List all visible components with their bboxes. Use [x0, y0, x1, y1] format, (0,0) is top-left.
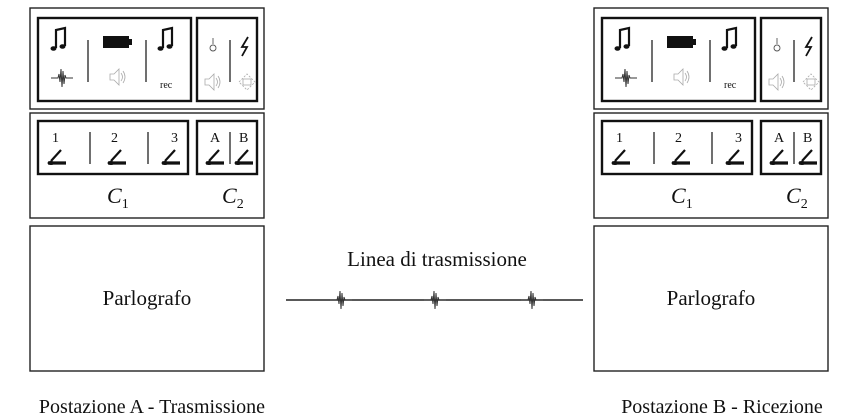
- switch-icon: [773, 37, 781, 52]
- station-b: rec 1 2 3 A B C1 C2 Parlografo Postazion…: [593, 7, 829, 418]
- music-note-icon: [49, 26, 67, 52]
- c1-key-3-label: 3: [171, 131, 178, 146]
- station-a-control-panel: [29, 7, 265, 110]
- lever-key-icon[interactable]: [159, 148, 182, 167]
- station-a-caption: Postazione A - Trasmissione: [39, 396, 265, 418]
- lever-key-icon[interactable]: [45, 148, 68, 167]
- station-a-parlografo-box: [29, 225, 265, 372]
- speaker-icon: [204, 73, 221, 91]
- c2-key-b-label: B: [803, 131, 812, 146]
- station-a-signal-box: [36, 16, 193, 103]
- c1-key-2-label: 2: [675, 131, 682, 146]
- speaker-icon: [768, 73, 785, 91]
- station-b-device-label: Parlografo: [667, 286, 756, 310]
- c1-key-3-label: 3: [735, 131, 742, 146]
- station-b-signal-box: [600, 16, 757, 103]
- station-b-c2-group: [759, 119, 823, 176]
- battery-icon: [667, 36, 696, 48]
- c1-group-label: C1: [107, 183, 129, 212]
- station-b-caption: Postazione B - Ricezione: [621, 396, 823, 418]
- c2-key-b-label: B: [239, 131, 248, 146]
- signal-pulse-icon: [329, 290, 353, 310]
- c2-key-a-label: A: [774, 131, 785, 146]
- lever-key-icon[interactable]: [669, 148, 692, 167]
- station-a-switch-panel: [29, 112, 265, 219]
- lightning-icon: [241, 36, 249, 57]
- c2-group-label: C2: [786, 183, 808, 212]
- station-b-power-box: [759, 16, 823, 103]
- music-note-icon: [156, 26, 174, 52]
- music-note-icon: [613, 26, 631, 52]
- lever-key-icon[interactable]: [203, 148, 226, 167]
- lever-key-icon[interactable]: [105, 148, 128, 167]
- station-b-c1-group: [600, 119, 754, 176]
- station-b-parlografo-box: [593, 225, 829, 372]
- station-a-power-box: [195, 16, 259, 103]
- c1-key-2-label: 2: [111, 131, 118, 146]
- relay-icon: [238, 73, 256, 91]
- sound-wave-icon: [614, 68, 638, 88]
- transmission-line: Linea di trasmissione: [286, 247, 583, 310]
- rec-label: rec: [724, 80, 737, 91]
- music-note-icon: [720, 26, 738, 52]
- c2-group-label: C2: [222, 183, 244, 212]
- lever-key-icon[interactable]: [767, 148, 790, 167]
- station-b-control-panel: [593, 7, 829, 110]
- speaker-icon: [673, 68, 690, 86]
- station-a-c2-group: [195, 119, 259, 176]
- rec-label: rec: [160, 80, 173, 91]
- c1-group-label: C1: [671, 183, 693, 212]
- lever-key-icon[interactable]: [609, 148, 632, 167]
- signal-pulse-icon: [520, 290, 544, 310]
- speaker-icon: [109, 68, 126, 86]
- relay-icon: [802, 73, 820, 91]
- transmission-line-label: Linea di trasmissione: [347, 247, 527, 271]
- battery-icon: [103, 36, 132, 48]
- lever-key-icon[interactable]: [796, 148, 819, 167]
- c2-key-a-label: A: [210, 131, 221, 146]
- signal-pulse-icon: [423, 290, 447, 310]
- lightning-icon: [805, 36, 813, 57]
- station-b-switch-panel: [593, 112, 829, 219]
- station-a-c1-group: [36, 119, 190, 176]
- station-a-device-label: Parlografo: [103, 286, 192, 310]
- sound-wave-icon: [50, 68, 74, 88]
- switch-icon: [209, 37, 217, 52]
- lever-key-icon[interactable]: [232, 148, 255, 167]
- station-a: rec 1 2 3 A B C1 C2 Parlografo Postazion…: [29, 7, 265, 418]
- lever-key-icon[interactable]: [723, 148, 746, 167]
- c1-key-1-label: 1: [52, 131, 59, 146]
- c1-key-1-label: 1: [616, 131, 623, 146]
